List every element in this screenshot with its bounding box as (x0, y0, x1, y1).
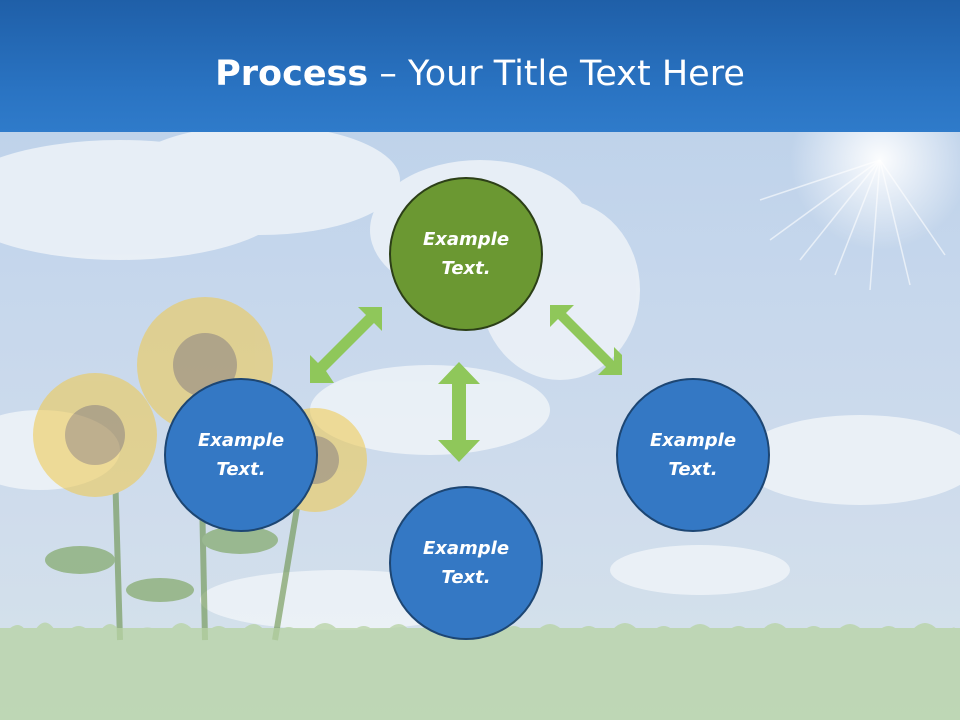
grass (0, 622, 960, 720)
node-label: Example Text. (422, 538, 510, 588)
title-bold: Process (215, 54, 369, 94)
node-label: Example Text. (197, 430, 285, 480)
process-node-bottom[interactable]: Example Text. (389, 486, 543, 640)
process-node-left[interactable]: Example Text. (164, 378, 318, 532)
arrows (310, 305, 622, 462)
double-arrow-top-left (310, 307, 382, 383)
node-label: Example Text. (422, 229, 510, 279)
double-arrow-top-right (550, 305, 622, 375)
process-node-top[interactable]: Example Text. (389, 177, 543, 331)
title-rest: – Your Title Text Here (368, 54, 745, 94)
double-arrow-vertical (438, 362, 480, 462)
node-label: Example Text. (649, 430, 737, 480)
page-title: Process – Your Title Text Here (0, 52, 960, 96)
process-node-right[interactable]: Example Text. (616, 378, 770, 532)
title-bar (0, 0, 960, 132)
